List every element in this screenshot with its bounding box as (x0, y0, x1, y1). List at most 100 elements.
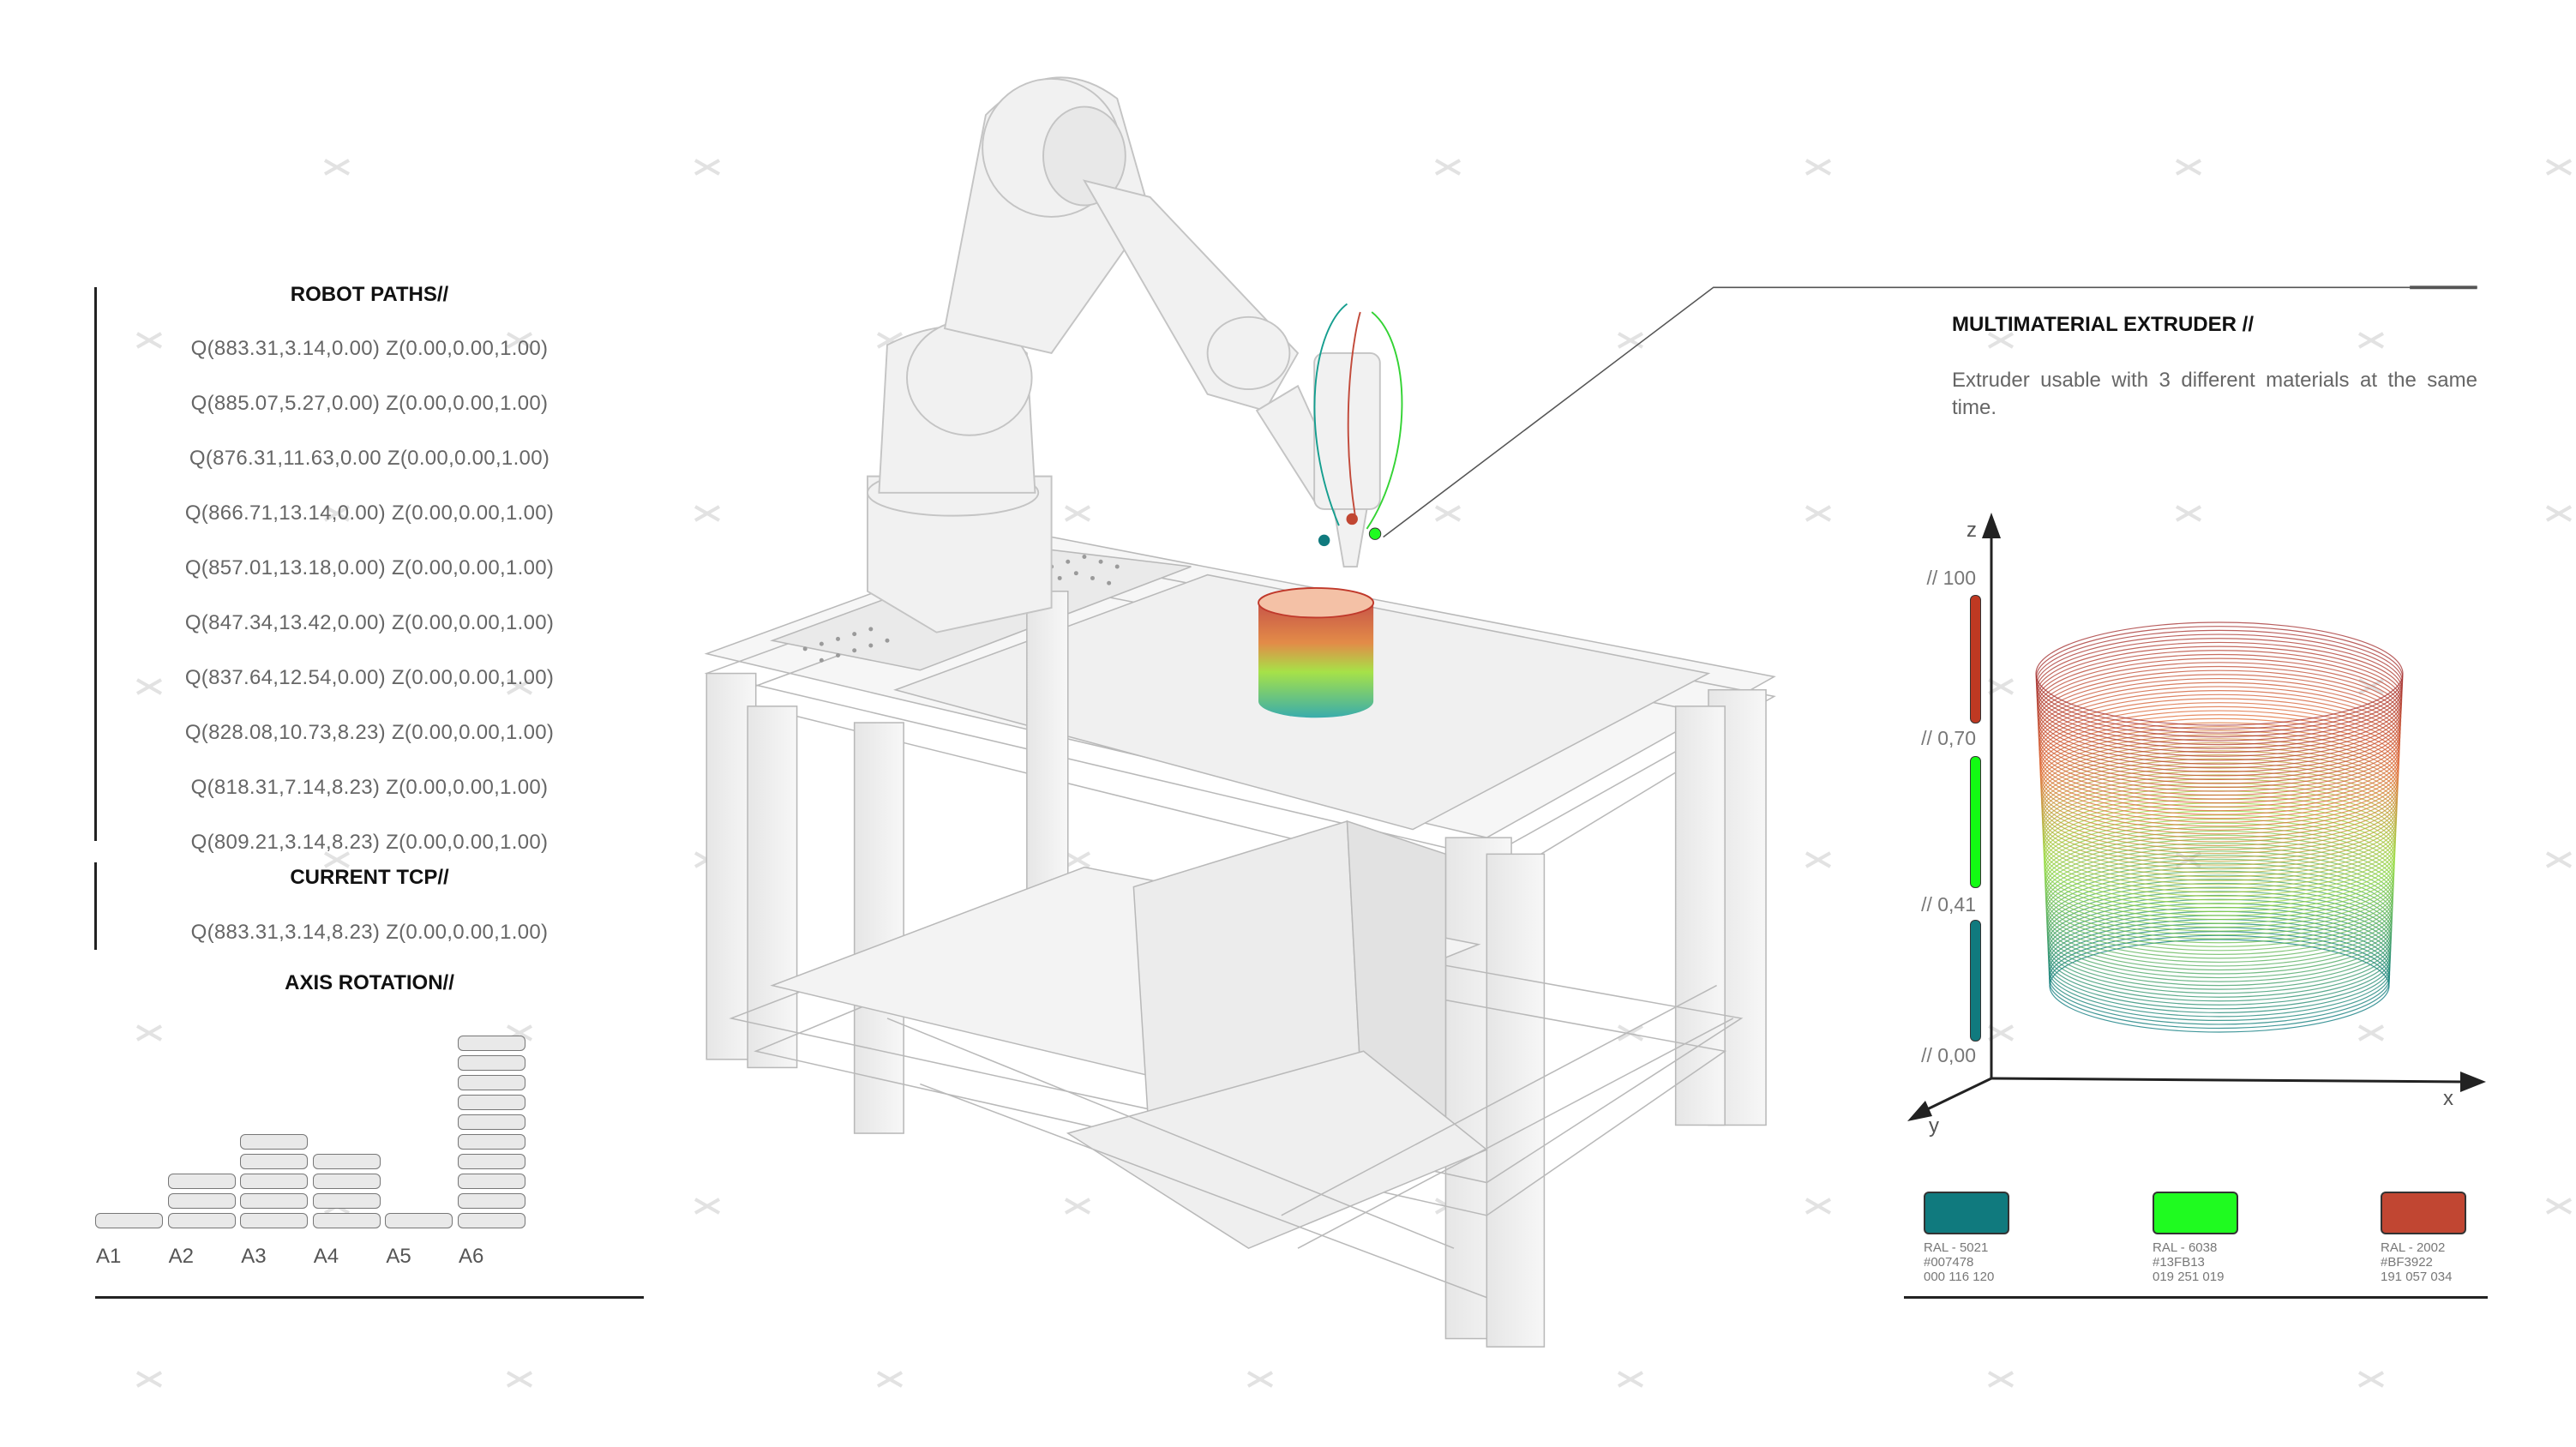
cylinder-layer (2046, 882, 2393, 979)
axis-rotation-block-a6 (458, 1213, 525, 1228)
current-tcp-divider (94, 862, 97, 950)
material-ral-text: RAL - 2002 (2381, 1240, 2446, 1255)
axis-label-a6: A6 (459, 1245, 484, 1268)
axis-rotation-block-a2 (167, 1213, 236, 1228)
axis-rotation-block-a3 (240, 1174, 309, 1189)
current-tcp-value: Q(883.31,3.14,8.23) Z(0.00,0.00,1.00) (190, 921, 549, 944)
cross-marker-icon (1065, 851, 1090, 868)
robot-paths-title: ROBOT PATHS// (290, 283, 449, 306)
cross-marker-icon (1065, 1198, 1090, 1215)
cross-marker-icon (136, 1371, 162, 1388)
axis-rotation-block-a6 (458, 1075, 525, 1090)
material-hex-text: #007478 (1924, 1255, 1974, 1270)
axis-rotation-block-a6 (458, 1174, 525, 1189)
scale-label-070: // 0,70 (1921, 727, 1976, 749)
axis-rotation-block-a6 (458, 1154, 525, 1169)
cylinder-layer (2046, 886, 2393, 982)
material-ral-text: RAL - 6038 (2153, 1240, 2218, 1255)
cross-marker-icon (2546, 159, 2572, 176)
scale-bar-green (1970, 756, 1981, 888)
cross-marker-icon (1065, 505, 1090, 522)
extruder-feed-lines (1313, 303, 1403, 530)
axis-rotation-block-a3 (240, 1154, 309, 1169)
axis-rotation-block-a6 (458, 1095, 525, 1110)
x-axis-label: x (2443, 1087, 2453, 1110)
cross-marker-icon (877, 1371, 903, 1388)
cross-marker-icon (1805, 159, 1831, 176)
cross-marker-icon (136, 1024, 162, 1042)
axis-rotation-block-a5 (385, 1213, 453, 1228)
material-ral-text: RAL - 5021 (1924, 1240, 1989, 1255)
cross-marker-icon (324, 159, 350, 176)
robot-path-row: Q(837.64,12.54,0.00) Z(0.00,0.00,1.00) (184, 666, 555, 689)
y-axis-arrow (1907, 1101, 1932, 1121)
cross-marker-icon (2176, 505, 2201, 522)
cylinder-layer (2045, 855, 2393, 952)
cross-marker-icon (1988, 1371, 2014, 1388)
robot-path-row: Q(828.08,10.73,8.23) Z(0.00,0.00,1.00) (184, 721, 555, 744)
scale-label-041: // 0,41 (1921, 893, 1976, 916)
cross-marker-icon (1988, 332, 2014, 349)
cross-marker-icon (136, 678, 162, 695)
robot-path-row: Q(876.31,11.63,0.00 Z(0.00,0.00,1.00) (189, 447, 550, 470)
robot-path-row: Q(866.71,13.14,0.00) Z(0.00,0.00,1.00) (184, 501, 555, 525)
axis-rotation-block-a3 (240, 1213, 309, 1228)
material-swatch (2381, 1192, 2466, 1234)
robot-path-row: Q(885.07,5.27,0.00) Z(0.00,0.00,1.00) (190, 392, 549, 415)
cross-marker-icon (1988, 678, 2014, 695)
material-rgb-text: 000 116 120 (1924, 1270, 1995, 1284)
material-hex-text: #BF3922 (2381, 1255, 2433, 1270)
material-rgb-text: 019 251 019 (2153, 1270, 2225, 1284)
cross-marker-icon (136, 332, 162, 349)
axis-rotation-block-a1 (95, 1213, 163, 1228)
material-rgb-text: 191 057 034 (2381, 1270, 2453, 1284)
scale-bar-teal (1970, 920, 1981, 1042)
cross-marker-icon (2358, 1371, 2384, 1388)
material-hex-text: #13FB13 (2153, 1255, 2205, 1270)
cross-marker-icon (2358, 1024, 2384, 1042)
cylinder-layer (2045, 858, 2393, 955)
cylinder-layer (2046, 879, 2393, 975)
axis-rotation-block-a2 (167, 1193, 236, 1209)
cross-marker-icon (1247, 1371, 1273, 1388)
green-material-port (1368, 527, 1382, 540)
cross-marker-icon (2176, 159, 2201, 176)
robot-path-row: Q(847.34,13.42,0.00) Z(0.00,0.00,1.00) (184, 611, 555, 634)
red-material-port (1346, 513, 1358, 525)
current-tcp-title: CURRENT TCP// (290, 866, 449, 889)
scale-label-100: // 100 (1926, 567, 1976, 589)
cross-marker-icon (1805, 851, 1831, 868)
cross-marker-icon (507, 678, 532, 695)
axis-label-a4: A4 (313, 1245, 339, 1268)
axis-rotation-block-a6 (458, 1036, 525, 1051)
extruder-description: Extruder usable with 3 different materia… (1952, 369, 2477, 419)
axis-rotation-block-a2 (167, 1174, 236, 1189)
cross-marker-icon (1618, 1024, 1643, 1042)
robot-path-row: Q(809.21,3.14,8.23) Z(0.00,0.00,1.00) (190, 831, 549, 854)
cylinder-layer (2039, 714, 2399, 815)
material-swatch (2153, 1192, 2238, 1234)
scale-bar-red (1970, 595, 1981, 724)
cross-marker-icon (694, 159, 720, 176)
cross-marker-icon (2546, 1198, 2572, 1215)
axis-rotation-block-a3 (240, 1193, 309, 1209)
extruder-title: MULTIMATERIAL EXTRUDER // (1952, 313, 2254, 336)
left-bottom-rule (95, 1296, 644, 1299)
cross-marker-icon (507, 1371, 532, 1388)
z-axis-arrow (1982, 513, 2001, 538)
z-axis-label: z (1967, 519, 1977, 542)
x-axis-arrow (2460, 1072, 2486, 1092)
robot-arm (867, 76, 1381, 633)
cross-marker-icon (1618, 1371, 1643, 1388)
axis-label-a5: A5 (386, 1245, 411, 1268)
axis-rotation-block-a6 (458, 1134, 525, 1150)
axis-rotation-block-a4 (312, 1154, 381, 1169)
axis-label-a1: A1 (96, 1245, 122, 1268)
cross-marker-icon (1988, 1024, 2014, 1042)
material-swatch (1924, 1192, 2009, 1234)
cross-marker-icon (2546, 851, 2572, 868)
robot-paths-divider (94, 287, 97, 841)
cross-marker-icon (2358, 332, 2384, 349)
